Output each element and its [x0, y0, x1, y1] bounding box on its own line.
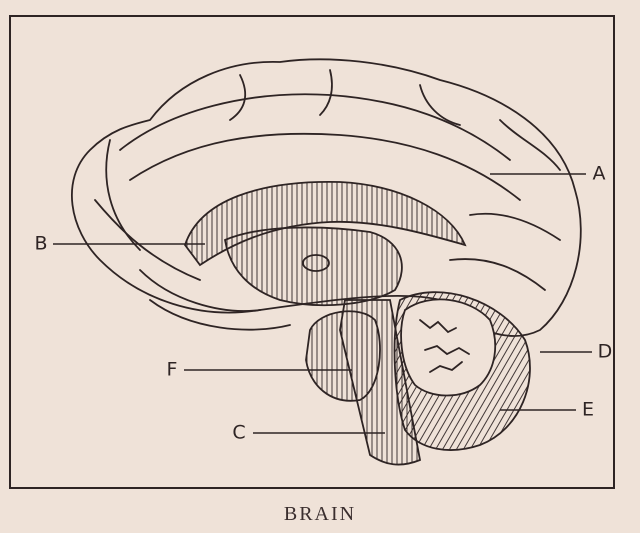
label-a: A	[592, 162, 606, 185]
label-c: C	[232, 421, 246, 444]
medulla	[339, 299, 422, 466]
label-e: E	[581, 398, 595, 421]
leader-lines	[53, 173, 592, 434]
arbor-vitae	[400, 298, 497, 397]
label-b: B	[34, 232, 48, 255]
thalamus	[223, 226, 403, 307]
label-f: F	[166, 358, 178, 381]
illustration-frame	[9, 15, 615, 489]
figure-caption: BRAIN	[283, 503, 357, 525]
label-d: D	[597, 340, 613, 363]
